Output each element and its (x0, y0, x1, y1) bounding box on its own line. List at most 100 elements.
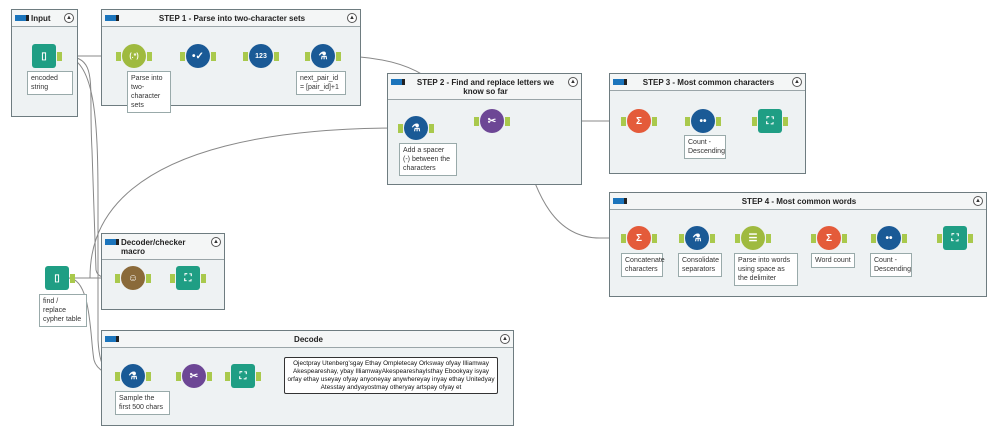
output-anchor[interactable] (256, 372, 261, 381)
tool-annotation: next_pair_id = [pair_id]+1 (296, 71, 346, 95)
output-anchor[interactable] (146, 274, 151, 283)
tool-browse[interactable]: ⛶ (758, 109, 782, 133)
tool-summarize[interactable]: Σ (817, 226, 841, 250)
tool-annotation: Consolidate separators (678, 253, 722, 277)
output-anchor[interactable] (766, 234, 771, 243)
tool-macro[interactable]: ☺ (121, 266, 145, 290)
input-anchor[interactable] (225, 372, 230, 381)
collapse-icon[interactable]: ▲ (211, 237, 221, 247)
output-anchor[interactable] (211, 52, 216, 61)
container-title: STEP 2 - Find and replace letters we kno… (416, 78, 555, 96)
input-anchor[interactable] (871, 234, 876, 243)
tool-annotation: Count - Descending (684, 135, 726, 159)
tool-find-replace[interactable]: ✂ (480, 109, 504, 133)
tool-annotation: Sample the first 500 chars (115, 391, 170, 415)
container-header[interactable]: Decoder/checker macro▲ (102, 234, 224, 260)
output-anchor[interactable] (429, 124, 434, 133)
output-anchor[interactable] (207, 372, 212, 381)
output-anchor[interactable] (902, 234, 907, 243)
output-anchor[interactable] (968, 234, 973, 243)
output-anchor[interactable] (146, 372, 151, 381)
tool-formula[interactable]: ⚗ (685, 226, 709, 250)
output-anchor[interactable] (842, 234, 847, 243)
input-anchor[interactable] (115, 372, 120, 381)
container-icon (613, 198, 627, 204)
tool-input-data[interactable]: ▯ (32, 44, 56, 68)
container-title: Decode (294, 335, 323, 344)
output-anchor[interactable] (710, 234, 715, 243)
input-anchor[interactable] (474, 117, 479, 126)
output-anchor[interactable] (716, 117, 721, 126)
output-anchor[interactable] (652, 117, 657, 126)
tool-annotation: find / replace cypher table (39, 294, 87, 327)
tool-browse[interactable]: ⛶ (176, 266, 200, 290)
tool-browse[interactable]: ⛶ (231, 364, 255, 388)
output-anchor[interactable] (274, 52, 279, 61)
input-anchor[interactable] (811, 234, 816, 243)
input-anchor[interactable] (937, 234, 942, 243)
tool-text-to-columns[interactable]: ☰ (741, 226, 765, 250)
tool-sort[interactable]: •• (877, 226, 901, 250)
container-step4[interactable]: STEP 4 - Most common words▲ (609, 192, 987, 297)
collapse-icon[interactable]: ▲ (792, 77, 802, 87)
tool-input-data[interactable]: ▯ (45, 266, 69, 290)
sort-icon: •• (885, 232, 893, 244)
container-header[interactable]: STEP 1 - Parse into two-character sets▲ (102, 10, 360, 27)
tool-summarize[interactable]: Σ (627, 109, 651, 133)
input-anchor[interactable] (170, 274, 175, 283)
tool-regex[interactable]: (.*) (122, 44, 146, 68)
book-icon: ▯ (41, 50, 47, 62)
find-replace-icon: ✂ (487, 115, 497, 127)
tool-sort[interactable]: •• (691, 109, 715, 133)
input-anchor[interactable] (735, 234, 740, 243)
output-anchor[interactable] (70, 274, 75, 283)
output-anchor[interactable] (57, 52, 62, 61)
input-anchor[interactable] (621, 117, 626, 126)
input-anchor[interactable] (305, 52, 310, 61)
input-anchor[interactable] (116, 52, 121, 61)
flask-icon: ⚗ (411, 122, 421, 134)
tool-browse[interactable]: ⛶ (943, 226, 967, 250)
input-anchor[interactable] (180, 52, 185, 61)
tool-summarize[interactable]: Σ (627, 226, 651, 250)
tool-formula[interactable]: ⚗ (404, 116, 428, 140)
output-anchor[interactable] (505, 117, 510, 126)
tool-sample[interactable]: ⚗ (121, 364, 145, 388)
tool-multi-row-formula[interactable]: ⚗ (311, 44, 335, 68)
input-anchor[interactable] (115, 274, 120, 283)
tool-find-replace[interactable]: ✂ (182, 364, 206, 388)
container-header[interactable]: STEP 4 - Most common words▲ (610, 193, 986, 210)
container-header[interactable]: Input ▲ (12, 10, 77, 27)
collapse-icon[interactable]: ▲ (64, 13, 74, 23)
container-decoder[interactable]: Decoder/checker macro▲ (101, 233, 225, 310)
tool-annotation: Add a spacer (-) between the characters (399, 143, 457, 176)
tool-select[interactable]: •✓ (186, 44, 210, 68)
collapse-icon[interactable]: ▲ (500, 334, 510, 344)
tool-record-id[interactable]: 123 (249, 44, 273, 68)
book-icon: ▯ (54, 272, 60, 284)
tool-annotation: Parse into words using space as the deli… (734, 253, 798, 286)
select-icon: •✓ (192, 50, 204, 62)
sort-icon: •• (699, 115, 707, 127)
output-anchor[interactable] (652, 234, 657, 243)
output-anchor[interactable] (201, 274, 206, 283)
container-header[interactable]: Decode ▲ (102, 331, 513, 348)
output-anchor[interactable] (147, 52, 152, 61)
collapse-icon[interactable]: ▲ (568, 77, 578, 87)
container-header[interactable]: STEP 2 - Find and replace letters we kno… (388, 74, 581, 100)
collapse-icon[interactable]: ▲ (973, 196, 983, 206)
input-anchor[interactable] (398, 124, 403, 133)
input-anchor[interactable] (685, 117, 690, 126)
sigma-icon: Σ (635, 232, 642, 244)
collapse-icon[interactable]: ▲ (347, 13, 357, 23)
input-anchor[interactable] (752, 117, 757, 126)
container-title: Input (31, 14, 51, 23)
tool-annotation: encoded string (27, 71, 73, 95)
output-anchor[interactable] (783, 117, 788, 126)
input-anchor[interactable] (243, 52, 248, 61)
input-anchor[interactable] (679, 234, 684, 243)
output-anchor[interactable] (336, 52, 341, 61)
input-anchor[interactable] (176, 372, 181, 381)
input-anchor[interactable] (621, 234, 626, 243)
container-header[interactable]: STEP 3 - Most common characters▲ (610, 74, 805, 91)
